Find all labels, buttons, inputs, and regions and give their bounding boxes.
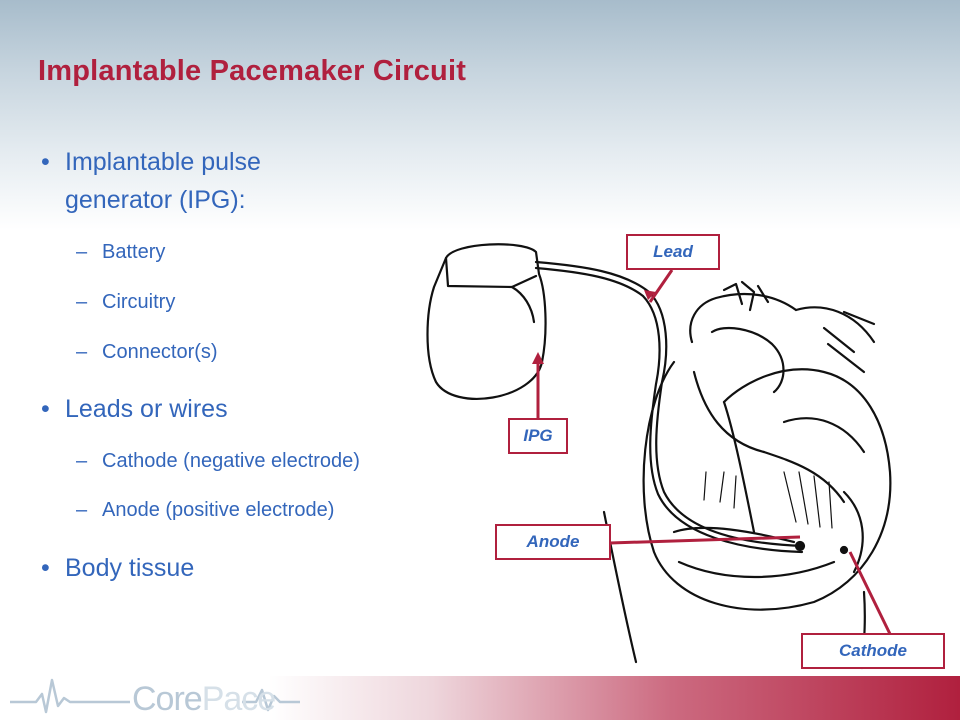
logo-core: Core — [132, 680, 203, 718]
ipg-label-box: IPG — [508, 418, 568, 454]
slide-title: Implantable Pacemaker Circuit — [38, 55, 467, 87]
bullet-ipg-line2: generator (IPG): — [65, 181, 246, 219]
heart-outline — [642, 360, 892, 611]
bullet-ipg-line2-text: generator (IPG): — [65, 186, 246, 214]
cathode-label-box: Cathode — [801, 633, 945, 669]
heart-diagram-svg — [426, 243, 892, 670]
bullet-ipg-line1: Implantable pulse — [41, 143, 261, 181]
sub-bullet-battery: Battery — [76, 241, 166, 264]
bullet-leads: Leads or wires — [41, 390, 228, 428]
anode-label: Anode — [526, 532, 580, 551]
corepace-logo-ecg-icon — [10, 678, 300, 714]
bullet-body-tissue: Body tissue — [41, 549, 194, 587]
electrode-tip — [794, 540, 806, 552]
lead-wire — [534, 260, 806, 548]
footer-bar — [0, 676, 960, 720]
corepace-logo-text: CorePace — [132, 680, 276, 719]
ipg-body-outline — [426, 243, 547, 400]
sub-bullet-cathode: Cathode (negative electrode) — [76, 450, 360, 473]
pacemaker-heart-illustration — [424, 232, 898, 672]
sub-bullet-anode: Anode (positive electrode) — [76, 499, 334, 522]
lead-label: Lead — [653, 242, 693, 261]
ipg-header-outline — [444, 256, 538, 289]
logo-pace: Pace — [201, 680, 276, 718]
anode-label-box: Anode — [495, 524, 611, 560]
sub-bullet-circuitry: Circuitry — [76, 291, 175, 314]
sub-bullet-connectors: Connector(s) — [76, 341, 218, 364]
aorta — [689, 292, 798, 344]
ipg-label: IPG — [523, 426, 553, 445]
cathode-label: Cathode — [839, 641, 907, 660]
lead-label-box: Lead — [626, 234, 720, 270]
